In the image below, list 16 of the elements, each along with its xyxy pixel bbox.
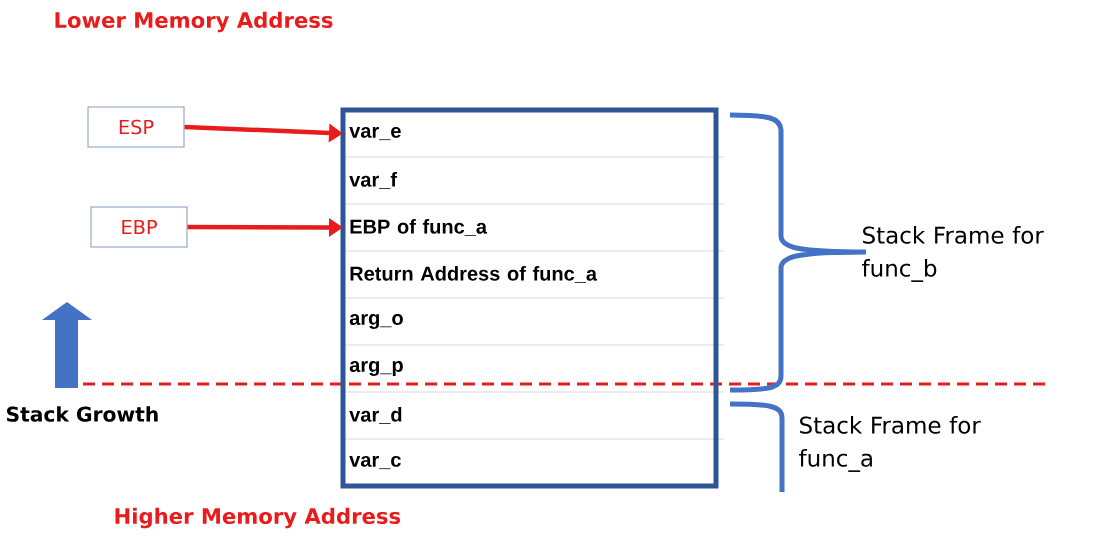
stack-box [340,107,719,489]
memory-label: Higher Memory Address [115,507,401,529]
stack-row: var_e [349,126,401,141]
growth-label: Stack Growth [7,406,158,422]
stack-row: var_c [349,455,401,470]
stack-row: Return Address of func_a [350,266,598,283]
frame-label: Stack Frame for func_a [799,416,981,472]
stack-row: arg_p [349,361,403,376]
stack-row: var_d [349,407,402,424]
memory-label: Lower Memory Address [55,11,333,33]
stack-row: var_f [349,172,398,189]
stack-row: arg_o [349,314,403,329]
register-box: EBP [90,206,188,248]
frame-label: Stack Frame for func_b [862,226,1044,282]
register-box: ESP [87,106,185,148]
stack-row: EBP of func_a [350,219,488,236]
